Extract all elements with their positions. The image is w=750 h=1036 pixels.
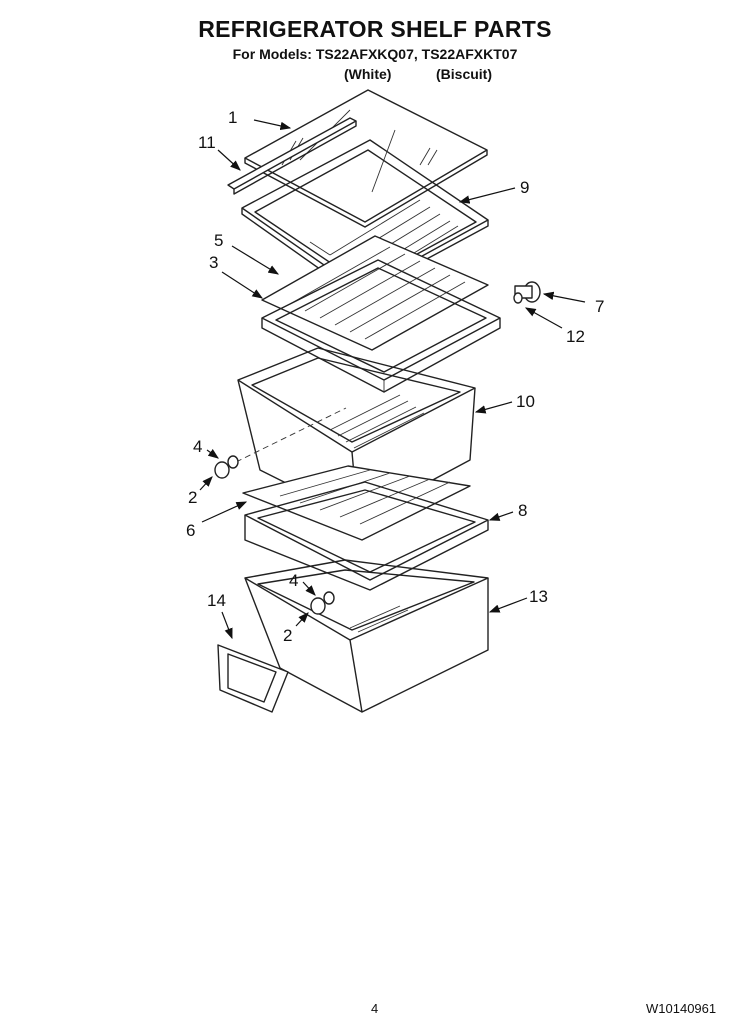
model-numbers: For Models: TS22AFXKQ07, TS22AFXKT07 [232,46,518,62]
callout-14: 14 [207,591,226,610]
callout-1: 1 [228,108,238,127]
callout-5: 5 [214,231,224,250]
variant-biscuit: (Biscuit) [436,66,492,82]
callout-7: 7 [595,297,605,316]
callout-10: 10 [516,392,535,411]
callout-6: 6 [186,521,196,540]
document-number: W10140961 [646,1001,717,1016]
callout-11: 11 [198,133,216,152]
callout-3: 3 [209,253,219,272]
roller-part [513,281,541,304]
callout-2-lower: 2 [283,626,293,645]
callout-12: 12 [566,327,585,346]
callout-leader-lines [199,119,586,640]
variant-white: (White) [344,66,392,82]
callout-2-upper: 2 [188,488,198,507]
lower-crisper-drawer-part [244,559,489,713]
callout-4-lower: 4 [289,571,299,590]
crisper-cover-insert-part [261,235,489,351]
trim-strip-part [227,117,357,195]
page-number: 4 [371,1001,379,1016]
callout-8: 8 [518,501,528,520]
callout-13: 13 [529,587,548,606]
callout-4-upper: 4 [193,437,203,456]
upper-roller-part [214,455,239,479]
lower-cover-frame-part [244,481,489,591]
lower-roller-part [310,591,335,615]
page-title: REFRIGERATOR SHELF PARTS [198,16,552,42]
lower-cover-insert-part [242,465,471,541]
callout-9: 9 [520,178,530,197]
crisper-cover-frame-part [261,259,501,393]
label-card-part [217,644,289,713]
